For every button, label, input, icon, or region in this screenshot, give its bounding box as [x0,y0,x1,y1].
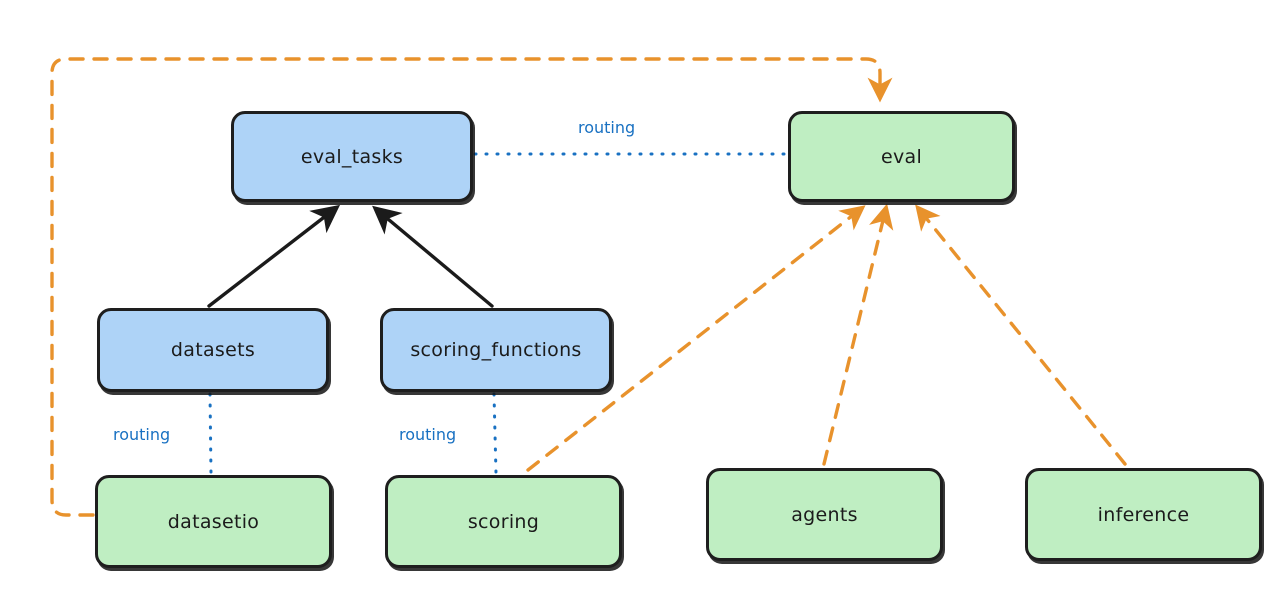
edge-label-routing-middle: routing [399,425,457,444]
node-agents[interactable]: agents [706,468,943,561]
edge-datasetio-to-eval [50,57,893,517]
node-inference[interactable]: inference [1025,468,1262,561]
node-label: inference [1097,503,1190,526]
node-label: scoring [467,510,540,533]
edge-scoring-functions-to-eval-tasks [372,205,494,308]
edge-scoring-to-eval [526,205,866,472]
edge-label-routing-left: routing [113,425,171,444]
edge-datasets-to-eval-tasks [207,204,341,308]
node-datasets[interactable]: datasets [97,308,329,392]
edge-label-routing-top: routing [578,118,636,137]
edge-scoring-functions-to-scoring [492,392,498,475]
node-label: agents [791,503,858,526]
edge-agents-to-eval [822,203,894,466]
node-eval[interactable]: eval [788,111,1015,202]
edge-inference-to-eval [915,204,1127,466]
node-label: datasetio [167,510,260,533]
node-scoring-functions[interactable]: scoring_functions [380,308,612,392]
node-label: datasets [170,339,256,361]
node-label: eval [880,145,923,168]
node-eval-tasks[interactable]: eval_tasks [231,111,473,202]
node-datasetio[interactable]: datasetio [95,475,332,568]
node-label: eval_tasks [300,145,404,168]
node-label: scoring_functions [410,339,582,361]
edge-datasets-to-datasetio [208,392,213,475]
node-scoring[interactable]: scoring [385,475,622,568]
